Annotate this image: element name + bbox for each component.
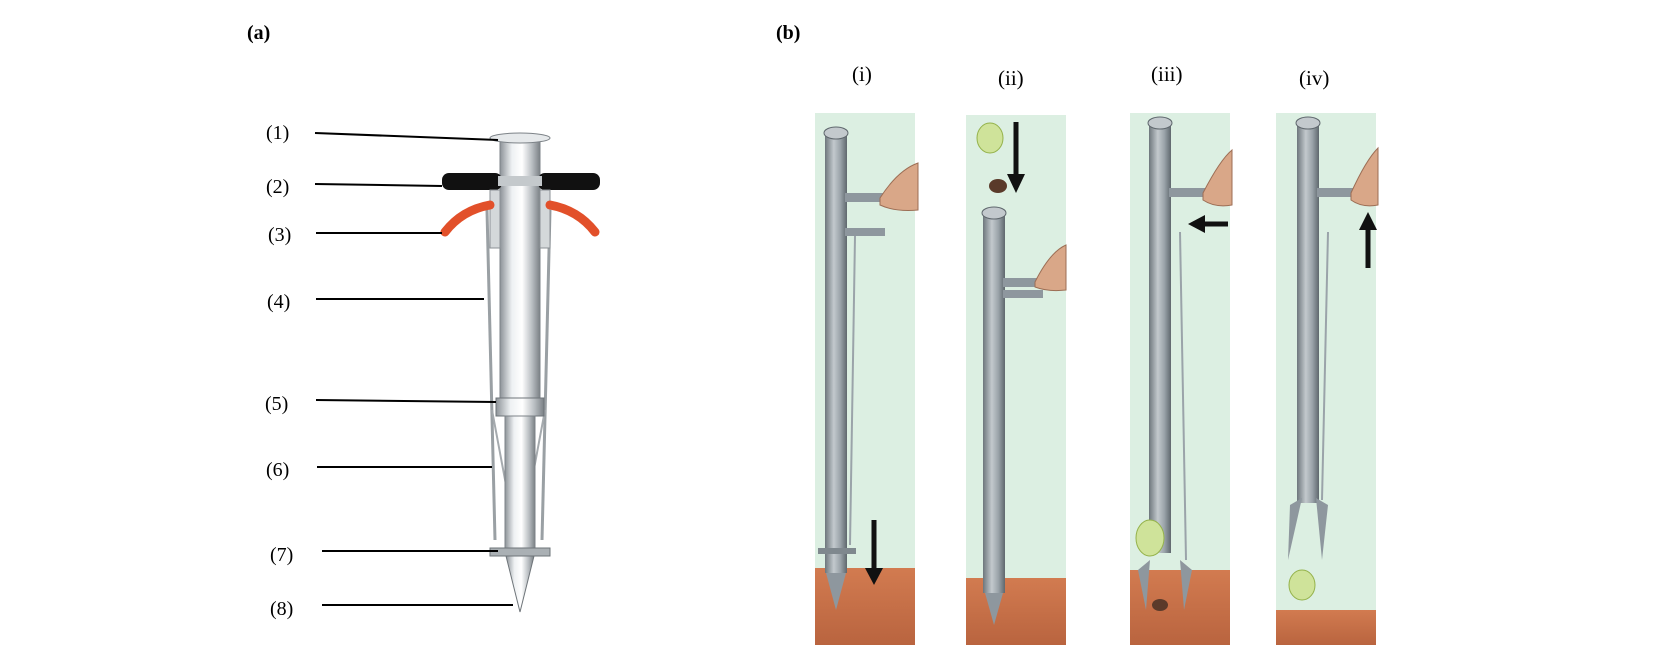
stage-ii-photo xyxy=(966,115,1067,645)
panel-a-label: (a) xyxy=(247,22,271,44)
transplanter-illustration xyxy=(440,132,600,613)
part-label-2: (2) xyxy=(266,176,290,198)
part-label-3: (3) xyxy=(268,224,292,246)
stage-iii-photo xyxy=(1130,113,1233,645)
stage-label-i: (i) xyxy=(852,62,872,86)
part-label-5: (5) xyxy=(265,393,289,415)
part-label-8: (8) xyxy=(270,598,294,620)
part-label-4: (4) xyxy=(267,291,291,313)
part-label-6: (6) xyxy=(266,459,290,481)
part-label-7: (7) xyxy=(270,544,294,566)
panel-b-label: (b) xyxy=(776,22,801,44)
stage-label-iv: (iv) xyxy=(1299,66,1330,90)
part-label-1: (1) xyxy=(266,122,290,144)
stage-i-photo xyxy=(815,113,919,645)
stage-label-iii: (iii) xyxy=(1151,62,1183,86)
stage-iv-photo xyxy=(1276,113,1379,645)
stage-label-ii: (ii) xyxy=(998,66,1024,90)
leader-lines xyxy=(314,132,513,606)
